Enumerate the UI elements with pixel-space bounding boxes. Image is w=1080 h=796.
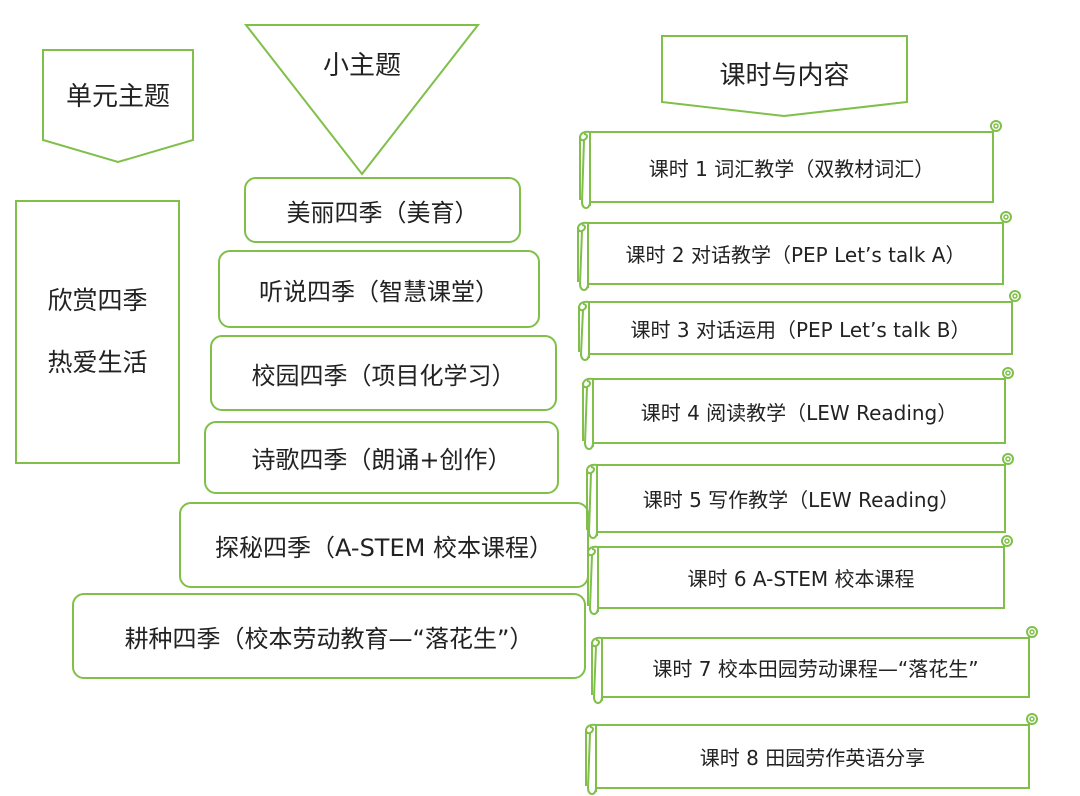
lesson-scroll-8	[585, 713, 1038, 795]
lesson-content-title: 课时与内容	[719, 60, 850, 91]
lesson-content-pentagon	[661, 35, 908, 118]
sub-theme-box-5: 探秘四季（A-STEM 校本课程）	[179, 502, 589, 588]
unit-theme-title: 单元主题	[65, 81, 170, 112]
lesson-scroll-7	[591, 626, 1038, 704]
unit-theme-line-2: 热爱生活	[47, 348, 148, 377]
lesson-label-2: 课时 2 对话教学（PEP Let’s talk A）	[625, 243, 966, 267]
lesson-scroll-1	[579, 120, 1002, 209]
sub-theme-box-3: 校园四季（项目化学习）	[210, 335, 557, 411]
lesson-scroll-4	[582, 367, 1014, 450]
unit-theme-pentagon	[42, 49, 194, 164]
lesson-label-8: 课时 8 田园劳作英语分享	[699, 746, 926, 770]
sub-theme-box-2: 听说四季（智慧课堂）	[218, 250, 540, 328]
sub-theme-box-6: 耕种四季（校本劳动教育—“落花生”）	[72, 593, 586, 679]
sub-theme-title: 小主题	[322, 50, 401, 81]
unit-theme-line-1: 欣赏四季	[47, 286, 148, 315]
lesson-scroll-3	[578, 290, 1021, 361]
lesson-scroll-2	[577, 211, 1012, 291]
sub-theme-box-1: 美丽四季（美育）	[244, 177, 521, 243]
lesson-label-7: 课时 7 校本田园劳动课程—“落花生”	[652, 657, 979, 681]
lesson-label-6: 课时 6 A-STEM 校本课程	[687, 567, 915, 591]
unit-theme-box: 欣赏四季 热爱生活	[15, 200, 180, 464]
lesson-label-3: 课时 3 对话运用（PEP Let’s talk B）	[630, 317, 971, 342]
lesson-label-4: 课时 4 阅读教学（LEW Reading）	[640, 400, 958, 425]
lesson-scroll-5	[586, 453, 1014, 539]
lesson-label-5: 课时 5 写作教学（LEW Reading）	[642, 488, 960, 512]
lesson-scroll-6	[587, 535, 1013, 615]
sub-theme-triangle	[243, 24, 481, 176]
sub-theme-box-4: 诗歌四季（朗诵+创作）	[204, 421, 559, 494]
lesson-label-1: 课时 1 词汇教学（双教材词汇）	[648, 156, 935, 181]
